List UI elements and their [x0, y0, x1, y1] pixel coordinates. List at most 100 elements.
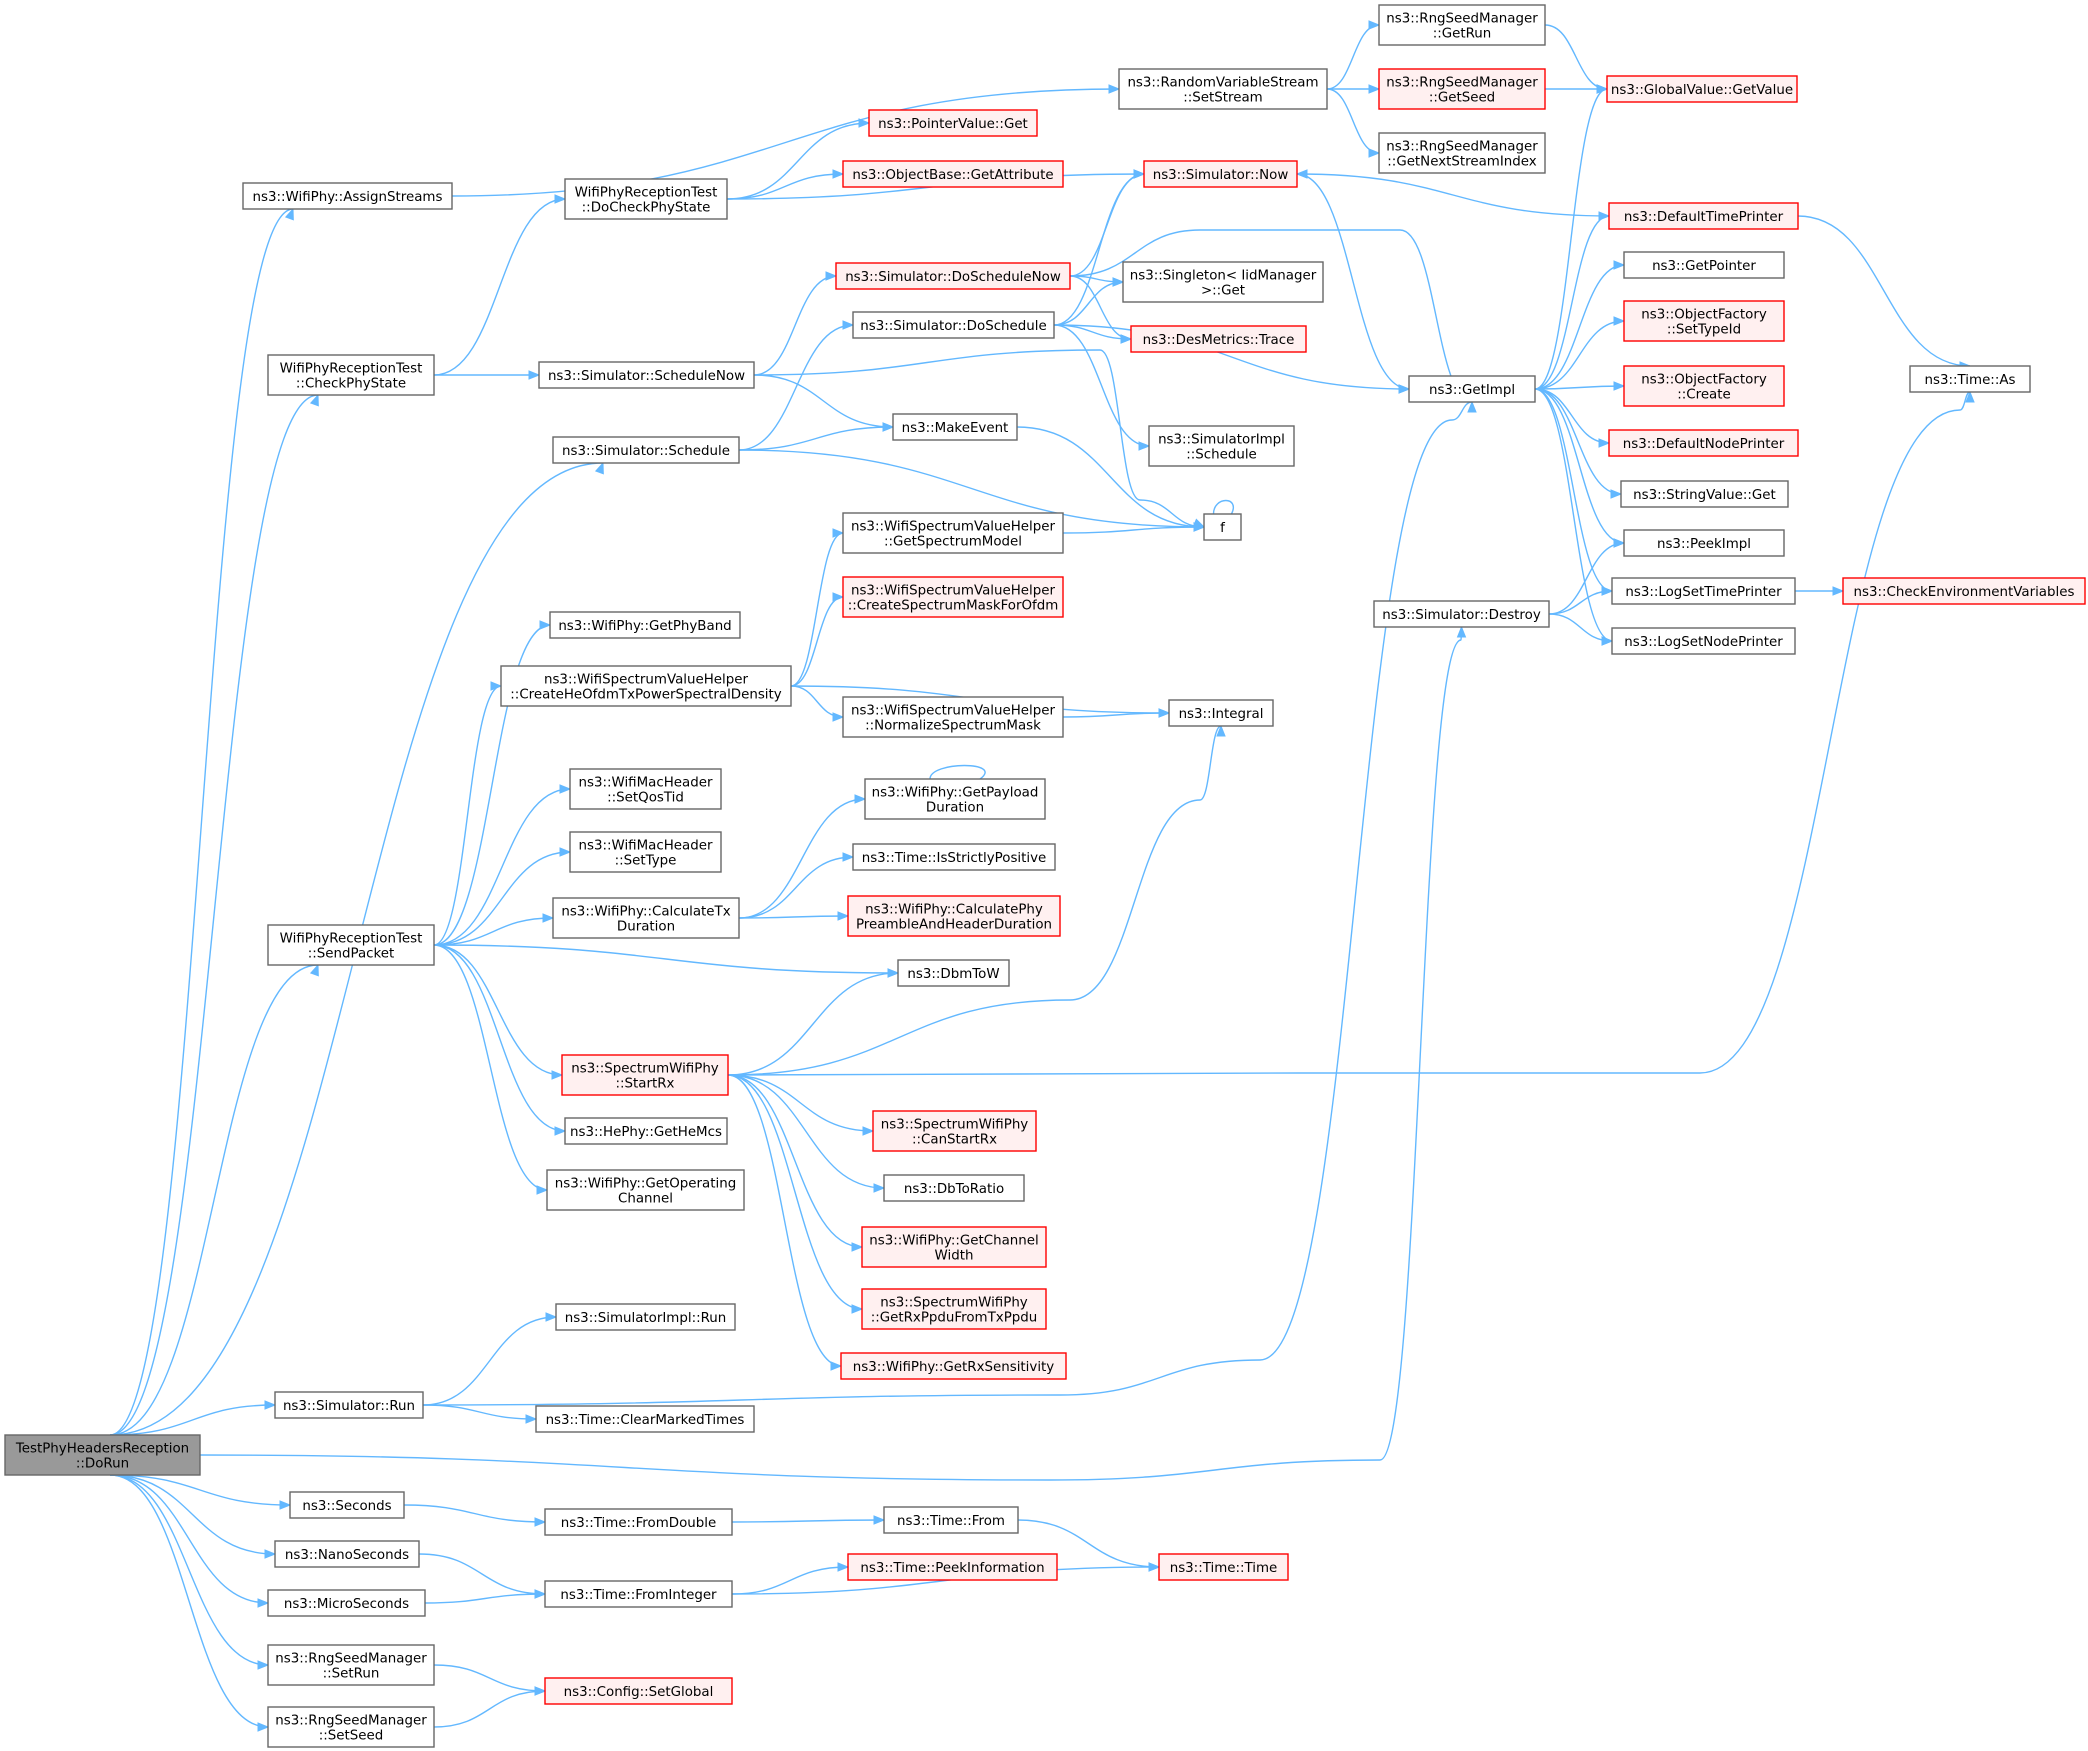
node-simrun[interactable]: ns3::Simulator::Run [274, 1391, 424, 1419]
edge-simrun-to-getimpl [422, 400, 1477, 1406]
node-settype[interactable]: ns3::WifiMacHeader::SetType [569, 831, 722, 873]
node-canstartrx[interactable]: ns3::SpectrumWifiPhy::CanStartRx [872, 1110, 1037, 1152]
node-doschedulenow[interactable]: ns3::Simulator::DoScheduleNow [835, 262, 1071, 290]
node-calcpreamble[interactable]: ns3::WifiPhy::CalculatePhyPreambleAndHea… [847, 895, 1061, 937]
node-microseconds[interactable]: ns3::MicroSeconds [267, 1589, 426, 1617]
node-schedulenow[interactable]: ns3::Simulator::ScheduleNow [538, 361, 755, 389]
node-fromdouble[interactable]: ns3::Time::FromDouble [544, 1508, 733, 1536]
edge-dorun-to-microseconds [109, 1474, 270, 1608]
node-box [835, 262, 1071, 290]
node-doschedule[interactable]: ns3::Simulator::DoSchedule [852, 311, 1055, 339]
node-frominteger[interactable]: ns3::Time::FromInteger [544, 1580, 733, 1608]
node-getnextstream[interactable]: ns3::RngSeedManager::GetNextStreamIndex [1378, 132, 1546, 174]
node-timetime[interactable]: ns3::Time::Time [1158, 1553, 1289, 1581]
node-label: ns3::Time::ClearMarkedTimes [546, 1413, 745, 1428]
node-label: ns3::WifiMacHeader [579, 839, 713, 854]
node-checkenv[interactable]: ns3::CheckEnvironmentVariables [1842, 577, 2086, 605]
node-makeevent[interactable]: ns3::MakeEvent [892, 413, 1018, 441]
node-objcreate[interactable]: ns3::ObjectFactory::Create [1623, 365, 1785, 407]
node-schedule[interactable]: ns3::Simulator::Schedule [552, 436, 740, 464]
node-getrxsens[interactable]: ns3::WifiPhy::GetRxSensitivity [840, 1352, 1067, 1380]
edge-checkphystate-to-docheckphystate [433, 194, 567, 376]
node-timefrom[interactable]: ns3::Time::From [883, 1506, 1019, 1534]
node-getimpl[interactable]: ns3::GetImpl [1408, 375, 1536, 403]
node-desmetrics[interactable]: ns3::DesMetrics::Trace [1130, 325, 1307, 353]
node-createmask[interactable]: ns3::WifiSpectrumValueHelper::CreateSpec… [842, 576, 1064, 618]
node-stringget[interactable]: ns3::StringValue::Get [1620, 480, 1789, 508]
node-dorun[interactable]: TestPhyHeadersReception::DoRun [4, 1434, 201, 1476]
node-label: ns3::ObjectFactory [1641, 308, 1767, 323]
edge-arrowhead [279, 1500, 292, 1510]
node-label: ns3::RngSeedManager [1386, 140, 1538, 155]
node-checkphystate[interactable]: WifiPhyReceptionTest::CheckPhyState [267, 354, 435, 396]
node-startrx[interactable]: ns3::SpectrumWifiPhy::StartRx [561, 1054, 729, 1096]
node-setglobal[interactable]: ns3::Config::SetGlobal [544, 1677, 733, 1705]
edge-f-self-loop [1212, 499, 1234, 515]
node-getspectrummodel[interactable]: ns3::WifiSpectrumValueHelper::GetSpectru… [842, 512, 1064, 554]
node-label: ns3::MakeEvent [902, 421, 1009, 436]
node-simnow[interactable]: ns3::Simulator::Now [1143, 160, 1298, 188]
edge-normalizemask-to-integral [1062, 708, 1171, 718]
node-globalgetvalue[interactable]: ns3::GlobalValue::GetValue [1606, 75, 1798, 103]
edge-setrun-to-setglobal [433, 1664, 547, 1696]
node-peekinfo[interactable]: ns3::Time::PeekInformation [847, 1553, 1058, 1581]
node-sendpacket[interactable]: WifiPhyReceptionTest::SendPacket [267, 924, 435, 966]
node-label: WifiPhyReceptionTest [280, 362, 423, 377]
node-label: ::GetSeed [1429, 91, 1495, 106]
node-getseed[interactable]: ns3::RngSeedManager::GetSeed [1378, 68, 1546, 110]
node-setstream[interactable]: ns3::RandomVariableStream::SetStream [1118, 68, 1328, 110]
node-getrun[interactable]: ns3::RngSeedManager::GetRun [1378, 4, 1546, 46]
node-dbtoratio[interactable]: ns3::DbToRatio [883, 1174, 1025, 1202]
node-clearmarked[interactable]: ns3::Time::ClearMarkedTimes [535, 1405, 755, 1433]
edge-defaulttimeprinter-to-timeas [1797, 215, 1972, 371]
node-pointerget[interactable]: ns3::PointerValue::Get [868, 109, 1038, 137]
node-getrxppdu[interactable]: ns3::SpectrumWifiPhy::GetRxPpduFromTxPpd… [861, 1288, 1047, 1330]
node-box [1378, 68, 1546, 110]
node-defaultnodeprinter[interactable]: ns3::DefaultNodePrinter [1608, 429, 1799, 457]
node-box [546, 1169, 745, 1211]
node-settypeid[interactable]: ns3::ObjectFactory::SetTypeId [1623, 300, 1785, 342]
node-getpointer[interactable]: ns3::GetPointer [1623, 251, 1785, 279]
node-simdestroy[interactable]: ns3::Simulator::Destroy [1373, 600, 1550, 628]
node-peekimpl[interactable]: ns3::PeekImpl [1623, 529, 1785, 557]
edge-seconds-to-fromdouble [403, 1504, 547, 1527]
node-timeas[interactable]: ns3::Time::As [1909, 365, 2031, 393]
node-label: TestPhyHeadersReception [15, 1442, 189, 1457]
node-defaulttimeprinter[interactable]: ns3::DefaultTimePrinter [1608, 202, 1799, 230]
edge-arrowhead [284, 207, 294, 221]
node-label: ns3::WifiPhy::CalculateTx [561, 905, 730, 920]
node-assignstreams[interactable]: ns3::WifiPhy::AssignStreams [242, 182, 453, 210]
edge-simrun-to-clearmarked [422, 1404, 538, 1424]
node-createheofdm[interactable]: ns3::WifiSpectrumValueHelper::CreateHeOf… [500, 665, 792, 707]
node-label: ns3::SpectrumWifiPhy [881, 1118, 1029, 1133]
edge-arrowhead [1368, 20, 1381, 30]
edge-arrowhead [832, 592, 845, 602]
node-label: ns3::RngSeedManager [275, 1714, 427, 1729]
node-singletonget[interactable]: ns3::Singleton< IidManager >::Get [1122, 261, 1324, 303]
node-setseed[interactable]: ns3::RngSeedManager::SetSeed [267, 1706, 435, 1748]
node-isstrictly[interactable]: ns3::Time::IsStrictlyPositive [852, 843, 1056, 871]
node-logsettime[interactable]: ns3::LogSetTimePrinter [1611, 577, 1796, 605]
node-logsetnode[interactable]: ns3::LogSetNodePrinter [1611, 627, 1796, 655]
node-simimplschedule[interactable]: ns3::SimulatorImpl::Schedule [1148, 425, 1295, 467]
node-normalizemask[interactable]: ns3::WifiSpectrumValueHelper::NormalizeS… [842, 696, 1064, 738]
node-dbmtow[interactable]: ns3::DbmToW [897, 959, 1010, 987]
edge-line [109, 208, 294, 1436]
edge-timefrom-to-timetime [1017, 1519, 1161, 1572]
node-setrun[interactable]: ns3::RngSeedManager::SetRun [267, 1644, 435, 1686]
node-f[interactable]: f [1203, 513, 1242, 541]
node-nanoseconds[interactable]: ns3::NanoSeconds [274, 1540, 420, 1568]
edge-line [1017, 1519, 1160, 1568]
node-gethemcs[interactable]: ns3::HePhy::GetHeMcs [564, 1117, 728, 1145]
node-docheckphystate[interactable]: WifiPhyReceptionTest::DoCheckPhyState [564, 178, 728, 220]
node-getattribute[interactable]: ns3::ObjectBase::GetAttribute [842, 160, 1064, 188]
node-simimplrun[interactable]: ns3::SimulatorImpl::Run [555, 1303, 736, 1331]
node-getphyband[interactable]: ns3::WifiPhy::GetPhyBand [549, 611, 741, 639]
node-setqostid[interactable]: ns3::WifiMacHeader::SetQosTid [569, 768, 722, 810]
node-seconds[interactable]: ns3::Seconds [289, 1491, 405, 1519]
node-integral[interactable]: ns3::Integral [1168, 699, 1274, 727]
